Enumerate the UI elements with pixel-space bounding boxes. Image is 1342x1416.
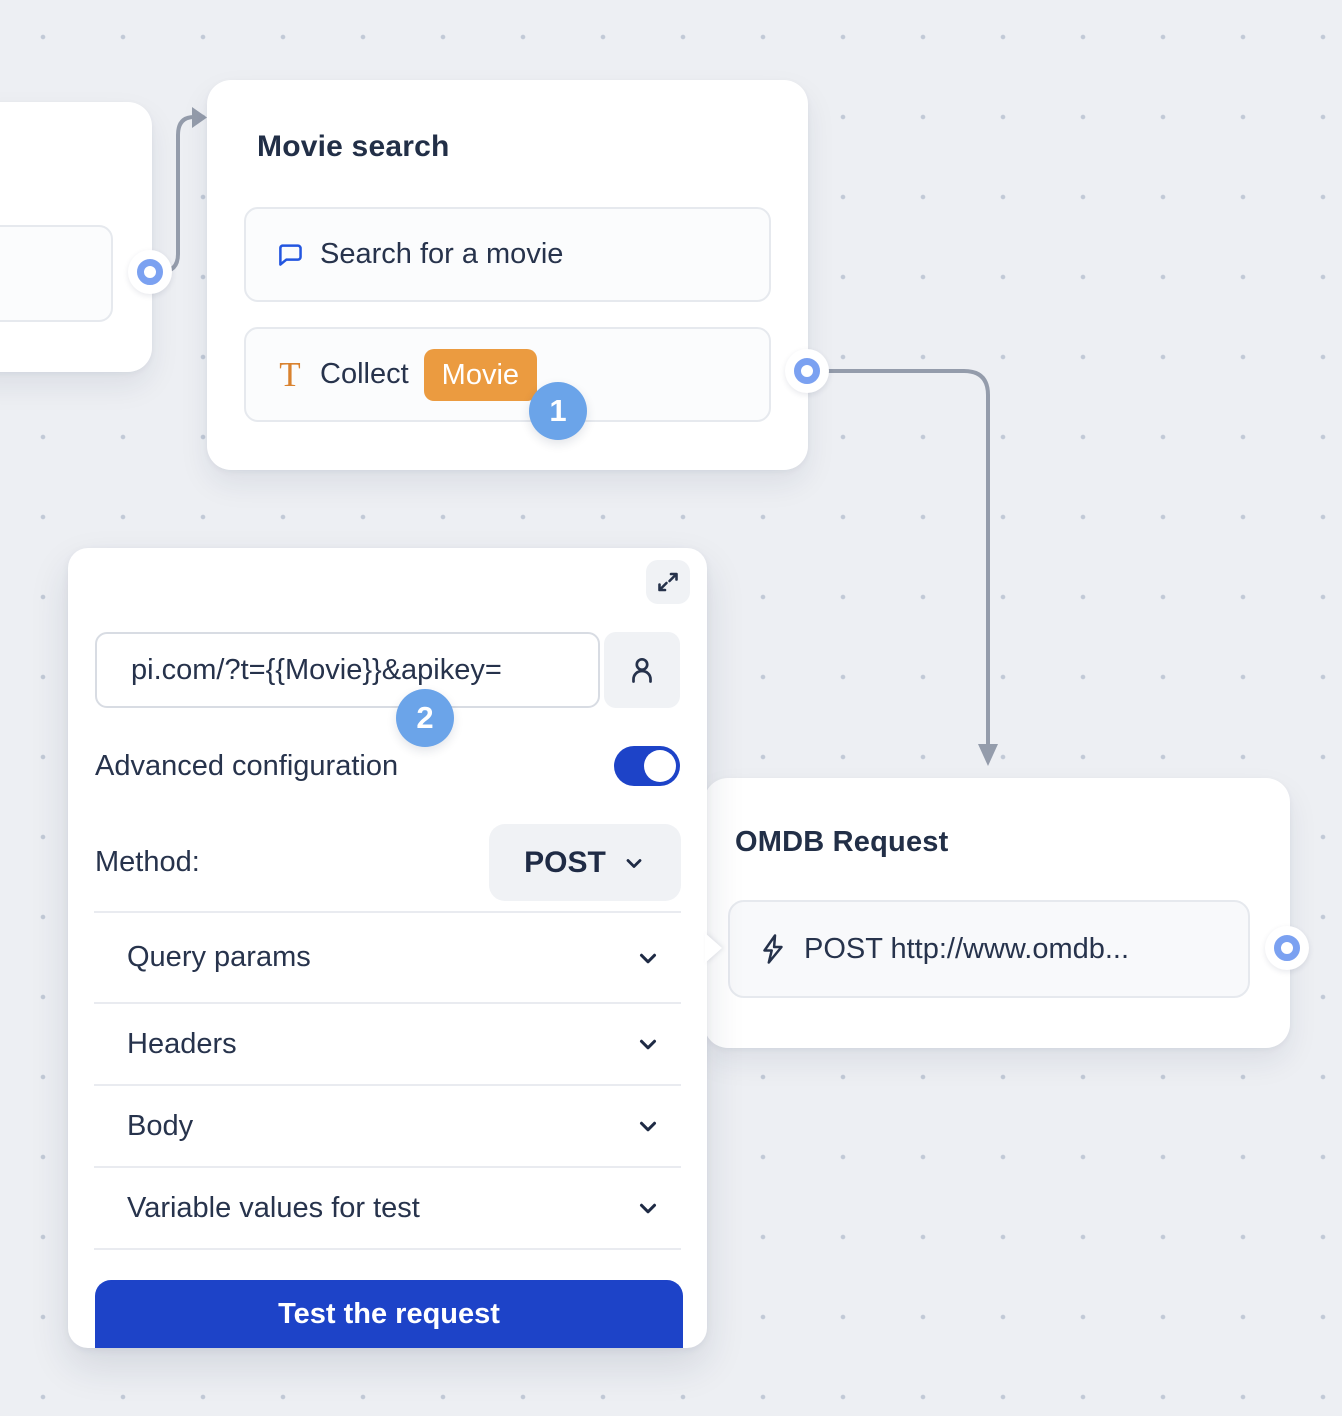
toggle-knob: [644, 750, 676, 782]
lightning-icon: [763, 934, 783, 964]
node-upstream[interactable]: [0, 102, 152, 372]
advanced-configuration-toggle[interactable]: [614, 746, 680, 786]
person-icon: [632, 657, 652, 683]
node-item-search-for-movie[interactable]: Search for a movie: [244, 207, 771, 302]
chevron-down-icon: [639, 1039, 657, 1050]
node-item-collect-movie[interactable]: T Collect Movie: [244, 327, 771, 422]
url-input[interactable]: [95, 632, 600, 708]
port-omdb-output[interactable]: [1265, 926, 1309, 970]
section-label: Query params: [127, 941, 311, 973]
node-upstream-item[interactable]: [0, 225, 113, 322]
section-headers[interactable]: Headers: [94, 1002, 681, 1084]
chevron-down-icon: [639, 953, 657, 963]
expand-icon: [658, 572, 678, 592]
node-movie-search-title: Movie search: [257, 130, 450, 163]
port-upstream-output[interactable]: [128, 250, 172, 294]
node-movie-search[interactable]: Movie search Search for a movie T Collec…: [207, 80, 808, 470]
port-ring: [1274, 935, 1300, 961]
chevron-down-icon: [639, 1121, 657, 1132]
panel-pointer-tail: [705, 933, 722, 963]
section-variable-values[interactable]: Variable values for test: [94, 1166, 681, 1248]
chevron-down-icon: [626, 858, 642, 868]
node-omdb-request[interactable]: OMDB Request POST http://www.omdb...: [704, 778, 1290, 1048]
section-query-params[interactable]: Query params: [94, 911, 681, 1002]
connector-movie-to-omdb: [818, 369, 990, 748]
variable-tag-movie: Movie: [423, 348, 538, 401]
advanced-configuration-label: Advanced configuration: [95, 749, 399, 782]
variables-button[interactable]: [604, 632, 680, 708]
node-item-label: Search for a movie: [320, 238, 564, 270]
method-value: POST: [524, 845, 606, 879]
section-label: Variable values for test: [127, 1191, 420, 1224]
node-item-label: POST http://www.omdb...: [804, 932, 1130, 965]
section-label: Body: [127, 1109, 194, 1142]
connector-left-to-movie-arrowhead: [192, 107, 207, 128]
chevron-down-icon: [639, 1203, 657, 1214]
text-icon: T: [279, 355, 301, 394]
port-ring: [794, 358, 820, 384]
section-body[interactable]: Body: [94, 1084, 681, 1166]
node-omdb-title: OMDB Request: [735, 826, 949, 858]
test-request-button[interactable]: Test the request: [95, 1280, 683, 1348]
port-ring: [137, 259, 163, 285]
webhook-config-panel: Advanced configuration Method: POST Quer…: [68, 548, 707, 1348]
method-select[interactable]: POST: [489, 824, 681, 901]
method-label: Method:: [95, 846, 200, 878]
node-item-omdb-post[interactable]: POST http://www.omdb...: [728, 900, 1250, 998]
config-sections: Query params Headers Body Variable value…: [94, 911, 681, 1250]
node-item-label: Collect: [320, 358, 409, 390]
connector-left-to-movie: [150, 115, 196, 274]
expand-button[interactable]: [646, 560, 690, 604]
port-movie-search-output[interactable]: [785, 349, 829, 393]
step-badge-1: 1: [529, 382, 587, 440]
chat-bubble-icon: [279, 243, 302, 266]
connector-movie-to-omdb-arrowhead: [978, 744, 998, 766]
step-badge-2: 2: [396, 689, 454, 747]
section-label: Headers: [127, 1027, 237, 1060]
